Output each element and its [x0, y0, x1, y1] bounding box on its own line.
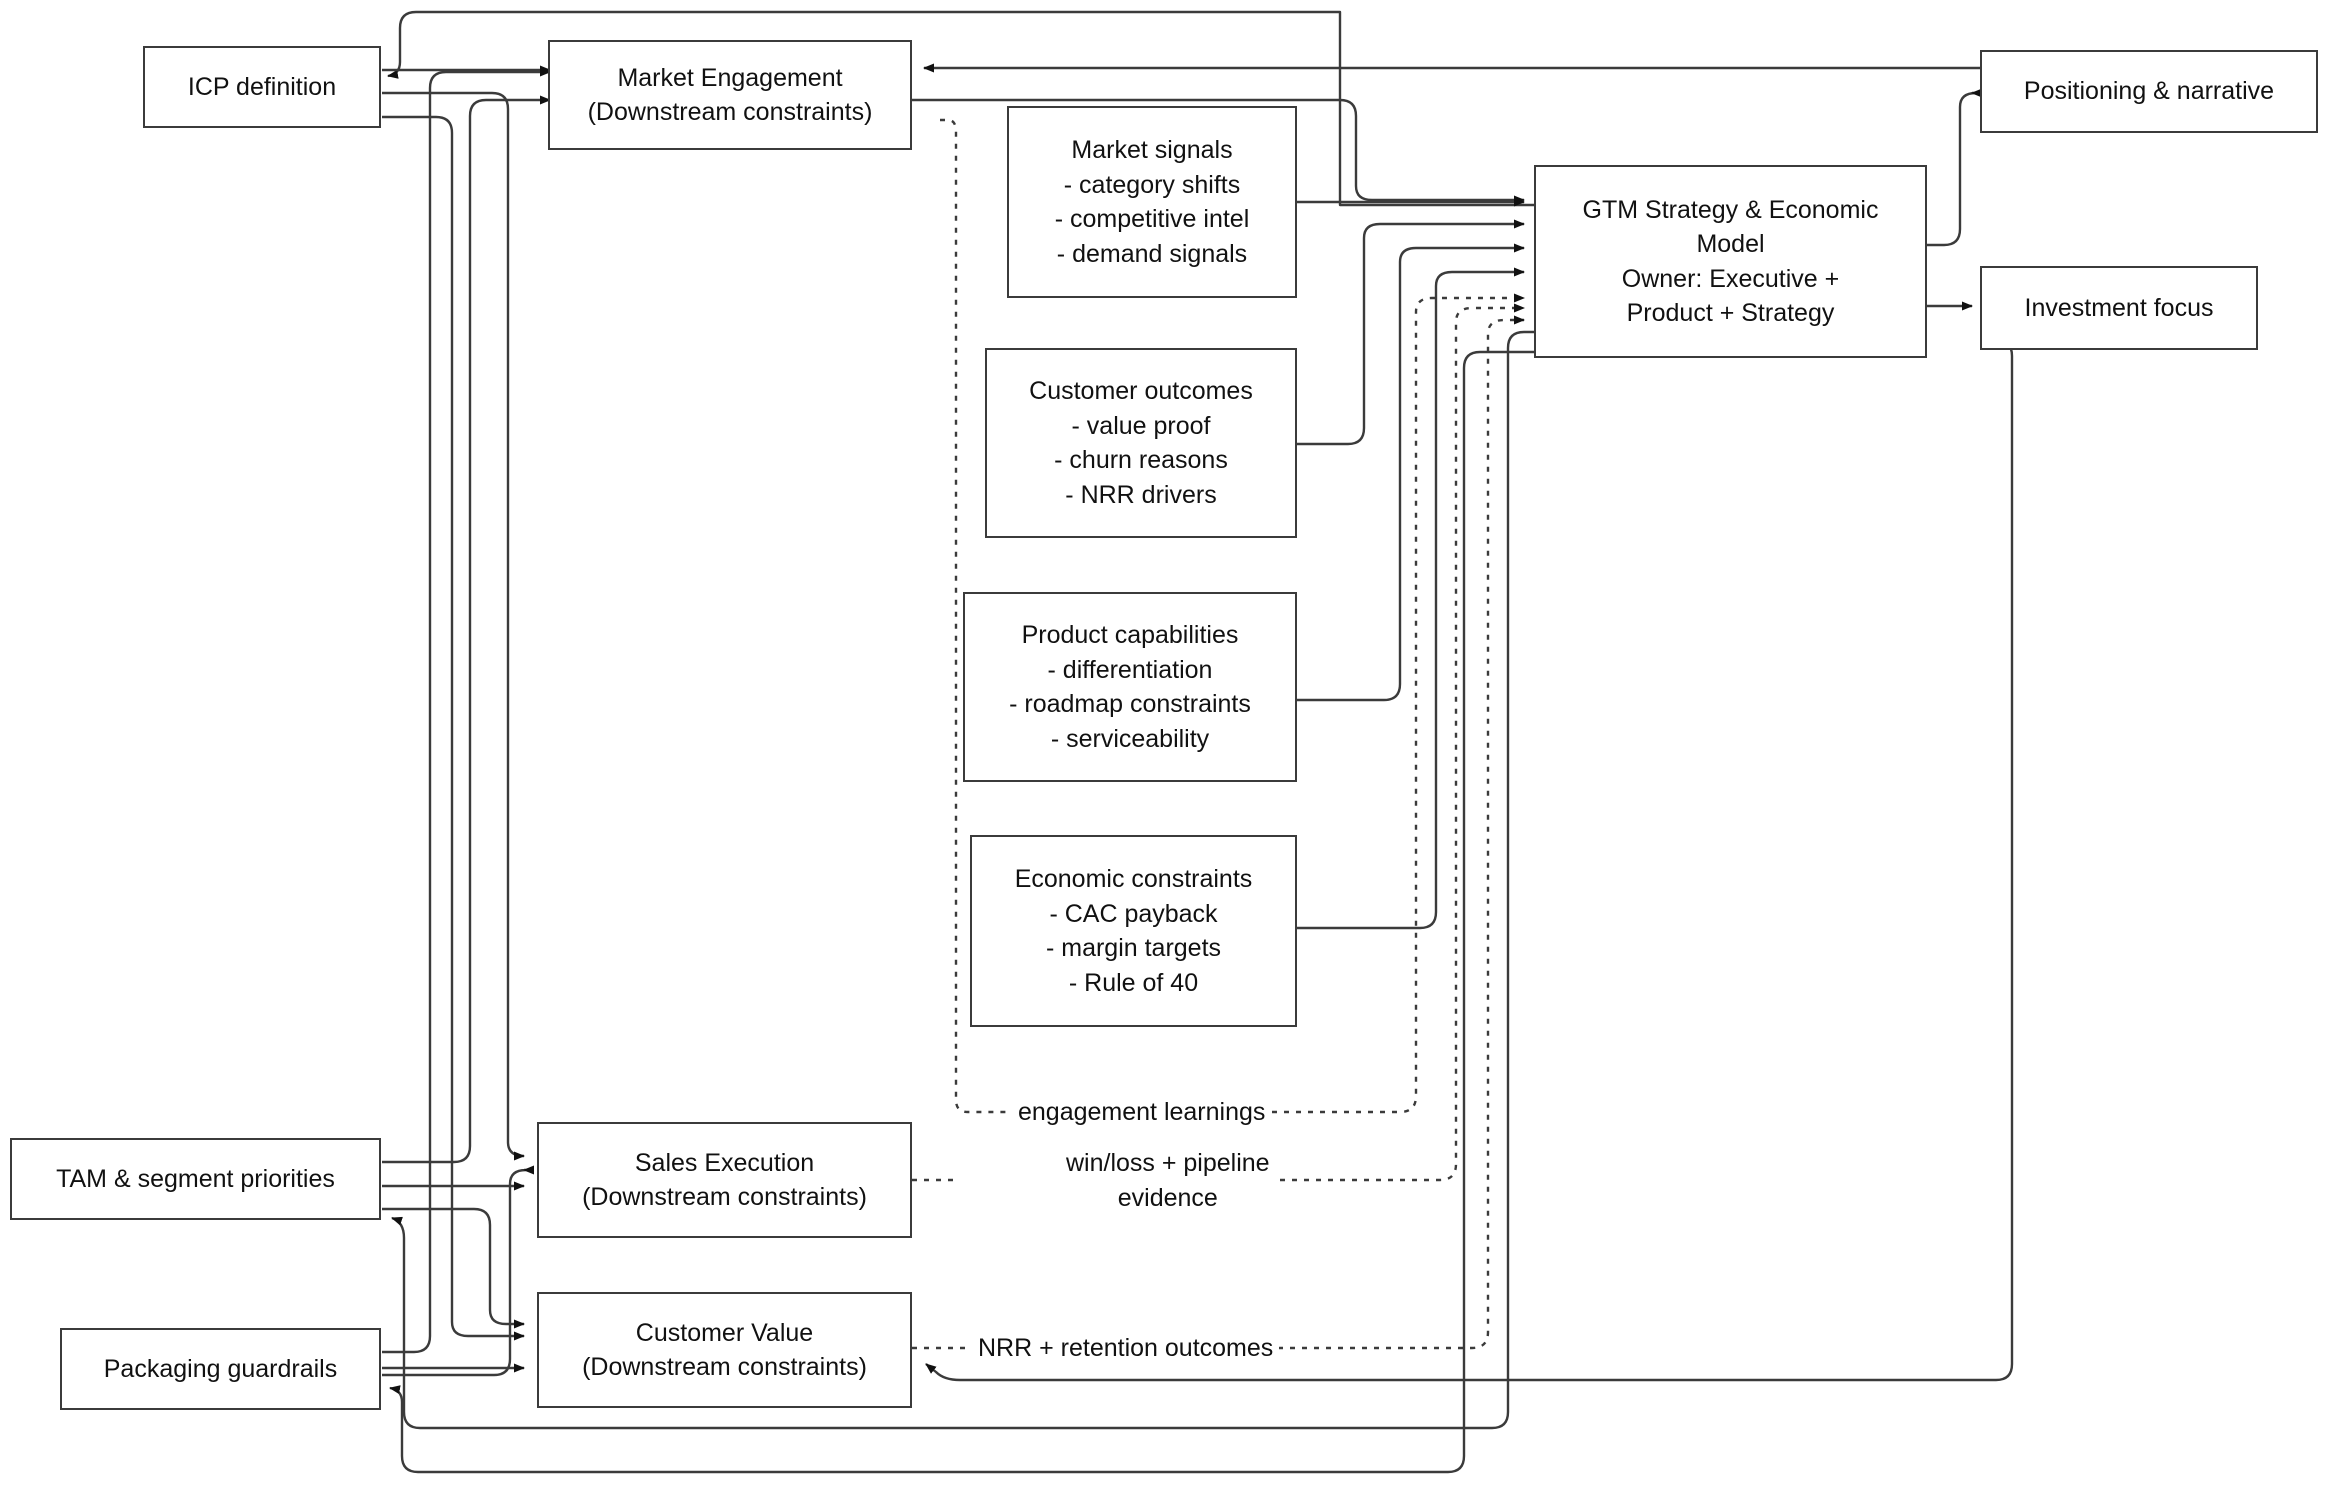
node-sales-execution-line-2: (Downstream constraints)	[582, 1183, 867, 1211]
node-customer-value[interactable]: Customer Value (Downstream constraints)	[537, 1292, 912, 1408]
node-packaging-guardrails-line-1: Packaging guardrails	[103, 1354, 338, 1383]
node-gtm-model-line-4: Product + Strategy	[1626, 299, 1835, 327]
node-product-capabilities-line-3: - roadmap constraints	[1009, 690, 1251, 718]
node-customer-outcomes-line-3: - churn reasons	[1054, 446, 1228, 474]
edge-sales-winloss-seg2	[1280, 303, 1525, 1182]
node-economic-constraints-line-1: Economic constraints	[1014, 865, 1253, 893]
node-gtm-model-line-2: Model	[1696, 230, 1765, 258]
edge-tam-to-customer-value	[382, 1207, 525, 1329]
node-economic-constraints-line-3: - margin targets	[1045, 934, 1222, 962]
node-investment-focus-line-1: Investment focus	[2024, 293, 2214, 322]
edge-gtm-to-packaging	[389, 350, 1534, 1474]
node-market-signals-line-4: - demand signals	[1056, 239, 1248, 268]
node-market-engagement[interactable]: Market Engagement (Downstream constraint…	[548, 40, 912, 150]
edge-label-engagement-learnings-text: engagement learnings	[1018, 1098, 1266, 1126]
node-icp-definition-line-1: ICP definition	[187, 72, 337, 101]
node-gtm-model[interactable]: GTM Strategy & Economic Model Owner: Exe…	[1534, 165, 1927, 358]
edge-icp-to-customer-value	[382, 115, 525, 1341]
node-product-capabilities[interactable]: Product capabilities - differentiation -…	[963, 592, 1297, 782]
node-tam-segment-priorities-line-1: TAM & segment priorities	[56, 1164, 335, 1193]
node-positioning-narrative-line-1: Positioning & narrative	[2023, 77, 2275, 106]
edge-gtm-to-tam	[391, 330, 1534, 1430]
node-customer-outcomes-line-1: Customer outcomes	[1029, 377, 1253, 405]
node-investment-focus[interactable]: Investment focus	[1980, 266, 2258, 350]
edge-gtm-to-positioning	[1927, 88, 1982, 247]
edge-market-engagement-learnings-seg2	[1272, 293, 1525, 1114]
node-market-engagement-line-2: (Downstream constraints)	[587, 98, 873, 126]
edge-label-nrr-retention-outcomes: NRR + retention outcomes	[972, 1331, 1280, 1366]
node-gtm-model-line-3: Owner: Executive +	[1621, 264, 1840, 293]
node-market-signals-line-1: Market signals	[1071, 136, 1233, 164]
node-gtm-model-line-1: GTM Strategy & Economic	[1582, 195, 1879, 224]
node-product-capabilities-line-1: Product capabilities	[1021, 621, 1239, 649]
node-product-capabilities-line-2: - differentiation	[1047, 655, 1213, 684]
node-customer-outcomes-line-4: - NRR drivers	[1065, 480, 1217, 509]
node-market-signals-line-2: - category shifts	[1063, 170, 1241, 199]
node-icp-definition[interactable]: ICP definition	[143, 46, 381, 128]
edge-customer-outcomes-to-gtm	[1297, 219, 1525, 446]
edge-economic-constraints-to-gtm	[1297, 267, 1525, 930]
edge-icp-to-sales-execution	[382, 91, 525, 1161]
node-packaging-guardrails[interactable]: Packaging guardrails	[60, 1328, 381, 1410]
edge-label-winloss-pipeline-line-2: evidence	[1117, 1183, 1218, 1212]
node-customer-outcomes-line-2: - value proof	[1071, 411, 1211, 440]
edge-product-capabilities-to-gtm	[1297, 243, 1525, 702]
edge-label-engagement-learnings: engagement learnings	[1012, 1095, 1272, 1130]
node-sales-execution-line-1: Sales Execution	[634, 1148, 815, 1177]
edge-label-winloss-pipeline: win/loss + pipeline evidence	[1060, 1146, 1276, 1215]
node-market-signals-line-3: - competitive intel	[1054, 205, 1250, 233]
edge-label-winloss-pipeline-line-1: win/loss + pipeline	[1066, 1149, 1270, 1177]
node-market-signals[interactable]: Market signals - category shifts - compe…	[1007, 106, 1297, 298]
edge-market-engagement-to-gtm	[912, 98, 1525, 205]
node-economic-constraints[interactable]: Economic constraints - CAC payback - mar…	[970, 835, 1297, 1027]
edge-label-nrr-retention-outcomes-text: NRR + retention outcomes	[978, 1334, 1274, 1362]
node-sales-execution[interactable]: Sales Execution (Downstream constraints)	[537, 1122, 912, 1238]
node-customer-outcomes[interactable]: Customer outcomes - value proof - churn …	[985, 348, 1297, 538]
edge-market-engagement-learnings-seg1	[940, 118, 1012, 1114]
edge-packaging-to-market-engagement	[382, 67, 551, 1354]
node-economic-constraints-line-2: - CAC payback	[1049, 899, 1218, 928]
edge-tam-to-market-engagement	[382, 95, 551, 1164]
node-tam-segment-priorities[interactable]: TAM & segment priorities	[10, 1138, 381, 1220]
node-economic-constraints-line-4: - Rule of 40	[1068, 968, 1199, 997]
edge-packaging-to-sales-execution	[382, 1165, 534, 1377]
edge-gtm-to-icp	[387, 10, 1534, 207]
node-positioning-narrative[interactable]: Positioning & narrative	[1980, 50, 2318, 133]
node-customer-value-line-2: (Downstream constraints)	[582, 1353, 867, 1381]
node-customer-value-line-1: Customer Value	[635, 1318, 814, 1347]
node-market-engagement-line-1: Market Engagement	[617, 63, 843, 92]
node-product-capabilities-line-4: - serviceability	[1050, 724, 1210, 753]
